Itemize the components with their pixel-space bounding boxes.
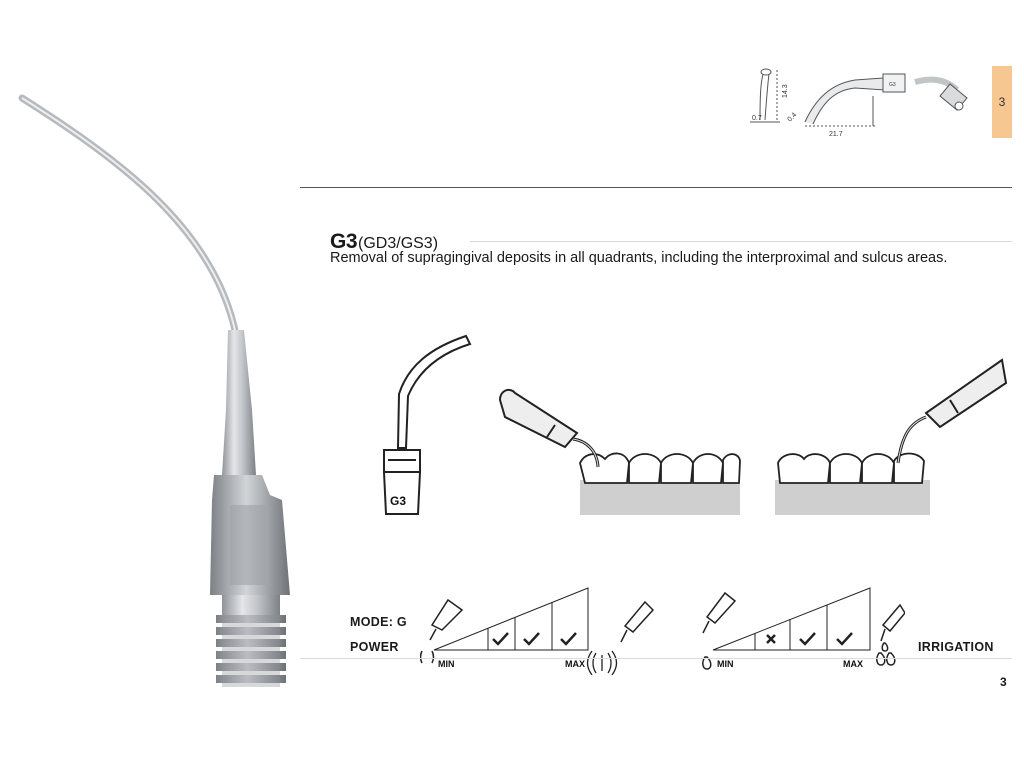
handpiece-irrigation-max-icon — [876, 603, 905, 666]
height-label: 14.3 — [782, 84, 789, 98]
power-max-handpiece-icon — [620, 600, 655, 643]
power-max-label: MAX — [565, 659, 585, 669]
handpiece-min-icon — [420, 598, 464, 664]
width-label: 0.7 — [752, 115, 762, 122]
handpiece-irrigation-min-icon — [702, 591, 737, 670]
bottom-rule — [300, 658, 1012, 659]
dimension-diagram: 0.7 14.3 0.4 21.7 G3 — [750, 68, 968, 138]
power-level-chart: MIN MAX — [420, 587, 618, 675]
title-rule — [470, 241, 1012, 242]
product-description: Removal of supragingival deposits in all… — [330, 250, 948, 266]
model-variants: (GD3/GS3) — [358, 235, 439, 252]
power-level-markers — [492, 632, 577, 646]
tip-engraving: G3 — [390, 494, 406, 508]
usage-illustration-right — [775, 358, 1008, 515]
mode-label: MODE: G — [350, 615, 407, 629]
power-check-1 — [492, 632, 509, 646]
irrigation-level-chart: MIN MAX — [702, 587, 905, 670]
irrigation-check-3 — [836, 632, 853, 646]
tip-mark-label: G3 — [889, 82, 896, 88]
irrigation-level-markers — [766, 632, 853, 646]
product-title: G3 (GD3/GS3) — [330, 230, 438, 254]
scaler-tip-photo — [18, 94, 290, 687]
page-tab: 3 — [992, 66, 1012, 138]
tip-width-label: 0.4 — [786, 112, 798, 124]
divider — [300, 187, 1012, 188]
vibration-max-icon — [586, 650, 618, 675]
irrigation-check-2 — [799, 632, 816, 646]
power-check-2 — [523, 632, 540, 646]
irrigation-max-label: MAX — [843, 659, 863, 669]
length-label: 21.7 — [829, 131, 843, 138]
power-check-3 — [560, 632, 577, 646]
power-label: POWER — [350, 640, 399, 654]
irrigation-label: IRRIGATION — [918, 640, 994, 654]
tip-outline-drawing: G3 — [382, 334, 472, 515]
irrigation-min-label: MIN — [717, 659, 734, 669]
page-number: 3 — [1000, 675, 1007, 689]
usage-illustration-left — [498, 388, 741, 515]
power-min-label: MIN — [438, 659, 455, 669]
irrigation-cross-1 — [766, 634, 776, 644]
model-name: G3 — [330, 230, 358, 253]
